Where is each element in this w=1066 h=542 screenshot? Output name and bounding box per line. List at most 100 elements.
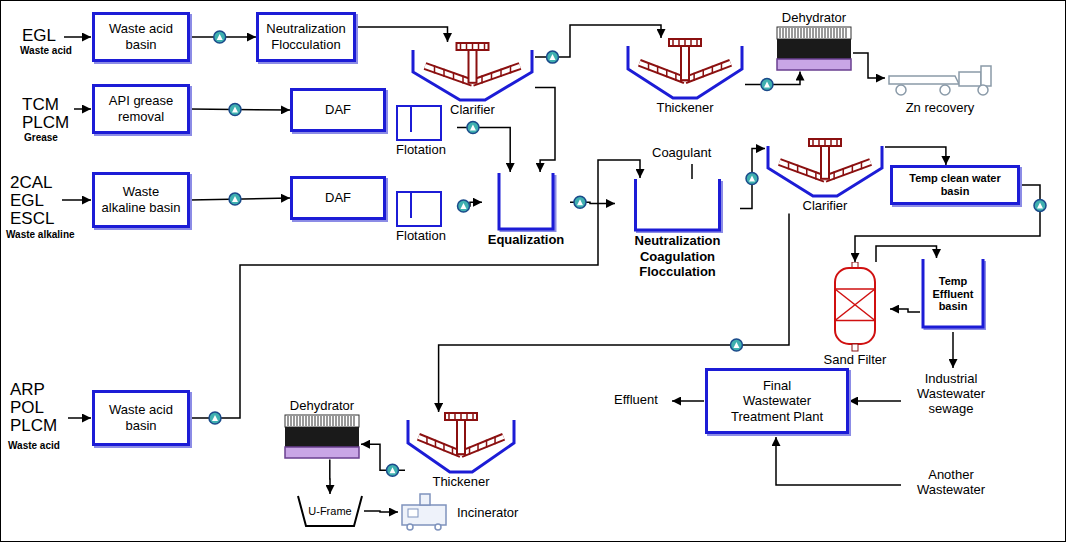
drawing-part xyxy=(285,415,359,427)
drawing-part xyxy=(825,28,826,38)
drawing-part xyxy=(852,344,858,351)
drawing-part xyxy=(836,139,838,146)
drawing-part xyxy=(842,168,844,176)
drawing-part xyxy=(815,171,817,179)
source-line-name: EGL xyxy=(22,26,56,46)
basin-tank: Temp Effluent basin xyxy=(920,258,986,330)
drawing-part xyxy=(550,54,556,60)
drawing-part xyxy=(443,443,445,451)
clarifier-tank: Clarifier xyxy=(765,138,885,214)
drawing-part xyxy=(828,28,829,38)
drawing-part xyxy=(462,75,464,83)
drawing-part xyxy=(786,28,787,38)
drawing-part xyxy=(746,173,758,185)
sand-filter-drawing xyxy=(820,262,890,352)
node-label: Incinerator xyxy=(457,505,518,520)
node-label: Waste acid basin xyxy=(100,402,182,433)
pump-symbol xyxy=(229,103,241,115)
pump-symbol xyxy=(547,51,559,63)
source-line-name: PLCM xyxy=(22,113,69,133)
source-line-name: TCM xyxy=(22,95,59,115)
process-box: Temp clean water basin xyxy=(890,165,1020,205)
drawing-part xyxy=(788,161,790,169)
source-line-name: PLCM xyxy=(10,416,57,436)
drawing-part xyxy=(443,69,445,77)
flow-arrow xyxy=(885,147,946,165)
drawing-part xyxy=(460,43,462,50)
drawing-part xyxy=(494,436,496,444)
drawing-part xyxy=(477,443,479,451)
drawing-part xyxy=(457,43,489,50)
drawing-part xyxy=(309,416,310,426)
dehydrator-machine: Dehydrator xyxy=(283,398,361,460)
flow-arrow xyxy=(457,128,510,172)
pump-symbol xyxy=(730,339,742,351)
drawing-part xyxy=(889,76,959,84)
drawing-part xyxy=(229,103,241,115)
node-label: Thickener xyxy=(625,100,745,116)
open-tank-drawing xyxy=(615,178,740,233)
drawing-part xyxy=(294,416,295,426)
node-label: Final Wastewater Treatment Plant xyxy=(728,378,826,425)
dehydrator-machine-drawing xyxy=(283,414,361,460)
process-box: Waste alkaline basin xyxy=(92,172,190,228)
drawing-part xyxy=(861,161,863,169)
process-box: DAF xyxy=(290,176,386,220)
process-box: Waste acid basin xyxy=(92,390,190,446)
pump-symbol xyxy=(467,122,479,134)
drawing-part xyxy=(730,339,742,351)
node-label: Equalization xyxy=(482,232,570,248)
drawing-part xyxy=(835,268,875,344)
drawing-part xyxy=(467,122,479,134)
drawing-part xyxy=(410,192,412,218)
node-label: Clarifier xyxy=(765,198,885,214)
drawing-part xyxy=(852,165,854,173)
drawing-part xyxy=(453,72,455,80)
drawing-part xyxy=(345,416,346,426)
flow-arrow xyxy=(190,160,640,418)
flow-arrow xyxy=(356,27,448,42)
drawing-part xyxy=(835,289,875,321)
flotation-tank-drawing xyxy=(385,104,457,142)
drawing-part xyxy=(209,412,221,424)
drawing-part xyxy=(217,34,223,40)
drawing-part xyxy=(402,505,446,525)
flow-arrow xyxy=(361,444,405,470)
drawing-part xyxy=(843,28,844,38)
drawing-part xyxy=(342,416,343,426)
flow-label: Another Wastewater xyxy=(905,468,997,498)
drawing-part xyxy=(435,524,441,530)
drawing-part xyxy=(315,416,316,426)
source-line-name: 2CAL xyxy=(10,173,53,193)
incinerator-unit: Incinerator xyxy=(398,490,528,534)
clarifier-tank: Thickener xyxy=(625,38,745,116)
drawing-part xyxy=(840,28,841,38)
source-line-name: POL xyxy=(10,398,44,418)
drawing-part xyxy=(452,447,454,455)
drawing-part xyxy=(825,162,871,179)
drawing-part xyxy=(387,464,399,476)
drawing-part xyxy=(285,447,359,458)
node-label: DAF xyxy=(325,190,351,206)
node-label: Temp clean water basin xyxy=(898,172,1012,198)
source-line-name: ESCL xyxy=(10,209,54,229)
drawing-part xyxy=(981,66,991,86)
drawing-part xyxy=(685,63,731,80)
drawing-part xyxy=(466,413,468,420)
open-tank: Neutralization Coagulation Flocculation xyxy=(615,178,740,280)
open-tank: Equalization xyxy=(482,172,570,248)
pump-symbol xyxy=(214,31,226,43)
node-label: Dehydrator xyxy=(290,398,354,414)
inlet-arrow xyxy=(849,400,901,402)
drawing-part xyxy=(351,416,352,426)
flotation-tank: Flotation xyxy=(385,104,457,158)
stream-type: Waste alkaline xyxy=(6,229,75,241)
dehydrator-machine: Dehydrator xyxy=(775,10,853,72)
drawing-part xyxy=(822,28,823,38)
drawing-part xyxy=(797,165,799,173)
drawing-part xyxy=(666,69,668,77)
process-box: Waste acid basin xyxy=(92,12,190,62)
drawing-part xyxy=(1037,202,1043,208)
drawing-part xyxy=(792,28,793,38)
